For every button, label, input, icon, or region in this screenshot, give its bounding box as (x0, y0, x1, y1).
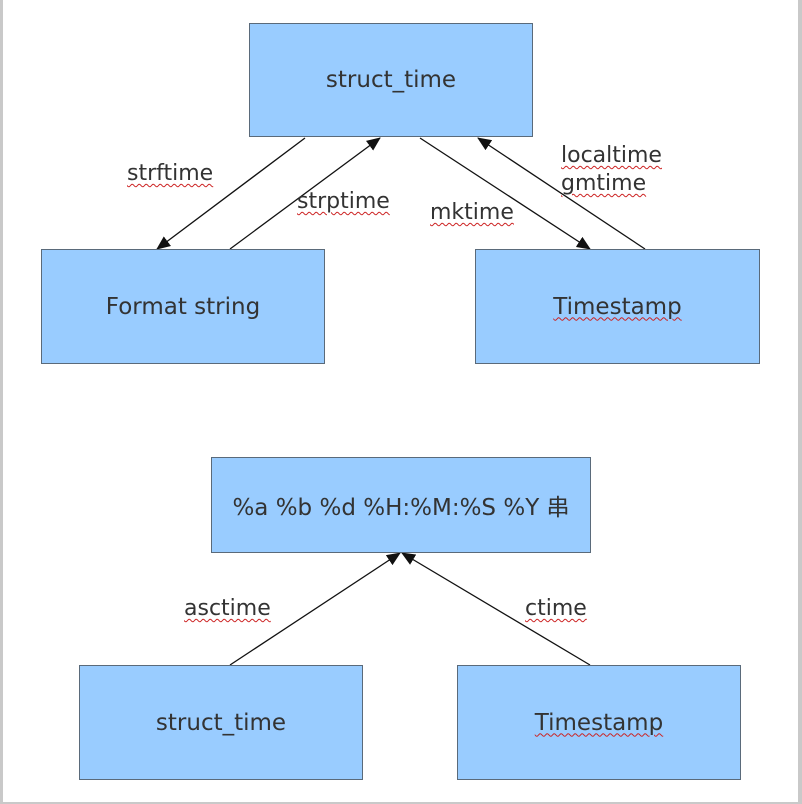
edge-label-localtime: localtime (561, 143, 662, 168)
struct-time-input-node: struct_time (79, 665, 363, 780)
edge-label-ctime: ctime (525, 596, 587, 621)
arrow-mktime (419, 137, 591, 250)
format-output-node: %a %b %d %H:%M:%S %Y 串 (211, 457, 591, 553)
edge-label-asctime: asctime (184, 596, 271, 621)
edge-label-strftime: strftime (127, 161, 214, 186)
timestamp-node-label: Timestamp (553, 293, 682, 320)
edge-label-gmtime: gmtime (561, 171, 647, 196)
arrow-strptime (229, 137, 381, 250)
format-output-node-label: %a %b %d %H:%M:%S %Y 串 (232, 495, 570, 521)
struct-time-input-node-label: struct_time (155, 709, 287, 736)
arrow-asctime (229, 552, 401, 666)
format-string-node-label: Format string (105, 293, 261, 320)
arrow-localtime-gmtime (477, 137, 646, 250)
timestamp-input-node: Timestamp (457, 665, 741, 780)
arrow-ctime (401, 552, 591, 666)
struct-time-node: struct_time (249, 23, 533, 137)
format-string-node: Format string (41, 249, 325, 364)
timestamp-input-node-label: Timestamp (534, 709, 664, 736)
edge-label-mktime: mktime (430, 200, 514, 225)
struct-time-node-label: struct_time (325, 67, 457, 93)
timestamp-node: Timestamp (475, 249, 760, 364)
arrow-strftime (156, 137, 306, 250)
edge-label-strptime: strptime (297, 189, 390, 214)
